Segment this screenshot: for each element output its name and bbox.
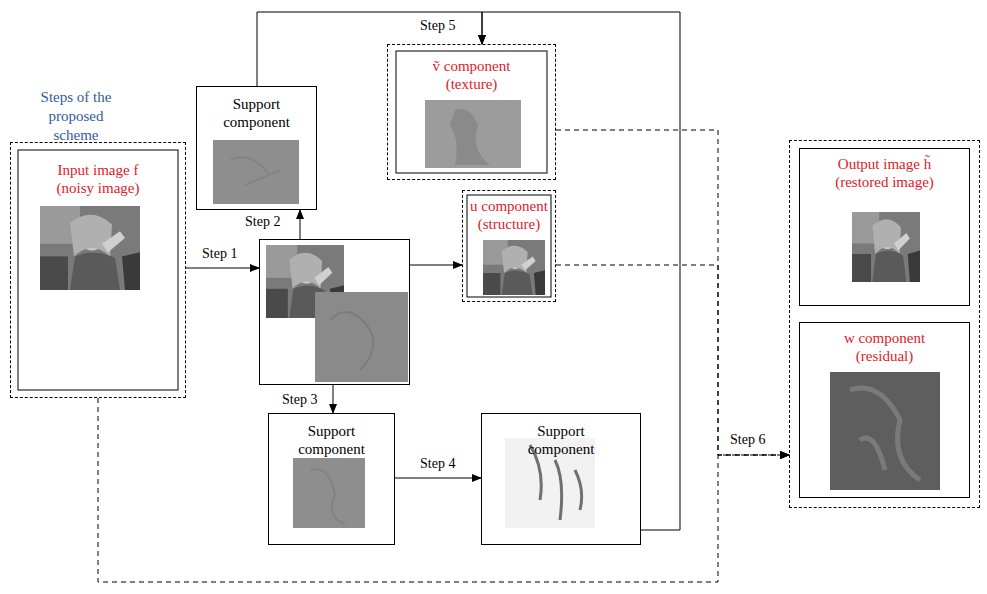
- step-arrow: [395, 478, 481, 479]
- step-label: Step 5: [418, 18, 457, 34]
- support-box: Support component: [481, 413, 641, 545]
- step-label: Step 1: [200, 246, 239, 262]
- output-box: Output image h̃ (restored image): [799, 148, 970, 306]
- node-text: ṽ component (texture): [420, 57, 524, 93]
- input-box: Input image f (noisy image): [10, 142, 186, 398]
- node-text: Support component: [519, 422, 603, 458]
- step-label: Step 2: [243, 214, 282, 230]
- node-text: Support component: [215, 95, 299, 131]
- texture-box: ṽ component (texture): [387, 44, 556, 180]
- output-group: Output image h̃ (restored image) w compon…: [789, 140, 980, 508]
- scheme-heading: Steps of the proposed scheme: [28, 88, 124, 145]
- step-label: Step 6: [728, 432, 767, 448]
- step-arrow: [482, 12, 680, 530]
- node-text: Output image h̃ (restored image): [825, 155, 945, 191]
- dashed-connector: [556, 265, 789, 455]
- dashed-connector: [98, 398, 789, 582]
- node-text: Support component: [290, 422, 374, 458]
- node-text: u component (structure): [466, 197, 552, 233]
- step-arrow: [333, 385, 334, 413]
- step-arrow: [300, 210, 301, 239]
- support-box: Support component: [196, 86, 317, 210]
- node-text: w component (residual): [830, 329, 940, 365]
- step-label: Step 3: [280, 392, 319, 408]
- step-arrow: [257, 12, 482, 86]
- step-arrow: [186, 268, 259, 269]
- structure-box: u component (structure): [462, 190, 556, 302]
- support-box: Support component: [268, 413, 395, 545]
- decomposition-box: [259, 239, 410, 385]
- residual-box: w component (residual): [799, 322, 970, 498]
- step-arrow: [410, 265, 462, 266]
- dashed-connector: [556, 130, 789, 455]
- step-label: Step 4: [418, 456, 457, 472]
- node-text: Input image f (noisy image): [38, 161, 158, 197]
